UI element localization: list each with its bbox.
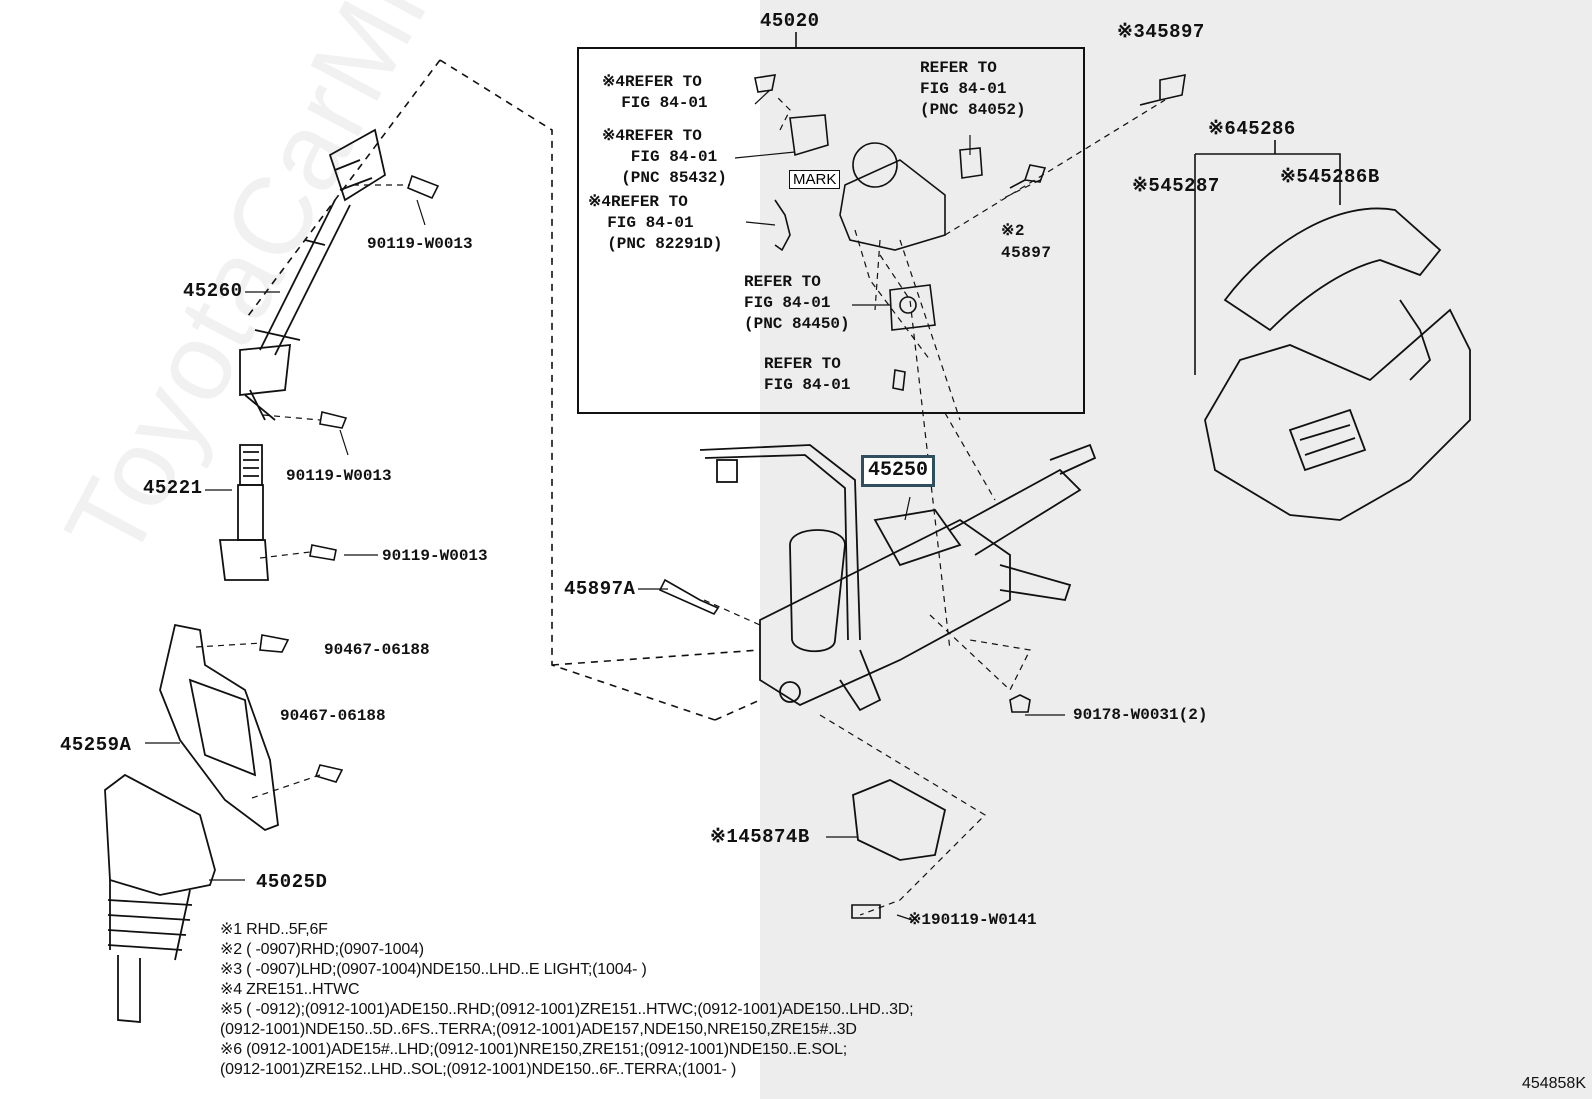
steering-column <box>699 443 1097 712</box>
column-boot <box>104 773 216 1023</box>
refer-to-label-1: ※4REFER TO FIG 84-01 <box>602 73 708 112</box>
label-90178: 90178-W0031(2) <box>1073 706 1208 724</box>
refer-to-label-6: REFER TO FIG 84-01 <box>764 355 851 394</box>
footnote-1: ※1 RHD..5F,6F <box>220 921 328 938</box>
label-45874b: ※145874B <box>710 826 810 848</box>
label-90119-b: 90119-W0013 <box>286 467 392 485</box>
footnote-5-cont: (0912-1001)NDE150..5D..6FS..TERRA;(0912-… <box>220 1021 857 1038</box>
label-90467-b: 90467-06188 <box>280 707 386 725</box>
label-45221: 45221 <box>143 477 203 499</box>
refer-to-label-5: REFER TO FIG 84-01 (PNC 84450) <box>744 273 850 333</box>
column-lower-cover <box>852 779 947 861</box>
label-90119-d: ※190119-W0141 <box>908 911 1037 929</box>
label-45020: 45020 <box>760 10 820 32</box>
mark-label: MARK <box>789 170 841 189</box>
column-cover-plate <box>159 623 279 832</box>
label-45286: ※645286 <box>1208 118 1296 140</box>
label-45897a: 45897A <box>564 578 636 600</box>
refer-to-label-4: REFER TO FIG 84-01 (PNC 84052) <box>920 59 1026 119</box>
label-45250: 45250 <box>861 455 936 487</box>
footnote-2: ※2 ( -0907)RHD;(0907-1004) <box>220 941 424 958</box>
footnote-5: ※5 ( -0912);(0912-1001)ADE150..RHD;(0912… <box>220 1001 914 1018</box>
cover-bracket <box>1194 140 1341 375</box>
label-45286b: ※545286B <box>1280 166 1380 188</box>
refer-to-label-3: ※4REFER TO FIG 84-01 (PNC 82291D) <box>588 193 723 253</box>
label-90119-a: 90119-W0013 <box>367 235 473 253</box>
lower-shaft <box>218 444 269 581</box>
label-45259a: 45259A <box>60 734 132 756</box>
label-45025d: 45025D <box>256 871 328 893</box>
label-45260: 45260 <box>183 280 243 302</box>
label-45287: ※545287 <box>1132 175 1220 197</box>
footnote-3: ※3 ( -0907)LHD;(0907-1004)NDE150..LHD..E… <box>220 961 647 978</box>
footnote-6: ※6 (0912-1001)ADE15#..LHD;(0912-1001)NRE… <box>220 1041 848 1058</box>
label-90119-c: 90119-W0013 <box>382 547 488 565</box>
label-45897-top: ※345897 <box>1117 21 1205 43</box>
label-45897-mid: ※2 45897 <box>1001 222 1052 262</box>
footnote-6-cont: (0912-1001)ZRE152..LHD..SOL;(0912-1001)N… <box>220 1061 737 1078</box>
footnote-4: ※4 ZRE151..HTWC <box>220 981 360 998</box>
bolts <box>259 73 1186 919</box>
ignition-group-box <box>577 47 1085 414</box>
refer-to-label-2: ※4REFER TO FIG 84-01 (PNC 85432) <box>602 127 727 187</box>
document-id: 454858K <box>1521 1075 1586 1092</box>
intermediate-shaft <box>239 128 387 421</box>
label-90467-a: 90467-06188 <box>324 641 430 659</box>
ignition-switch-assembly <box>774 114 983 391</box>
column-covers <box>1204 207 1471 521</box>
